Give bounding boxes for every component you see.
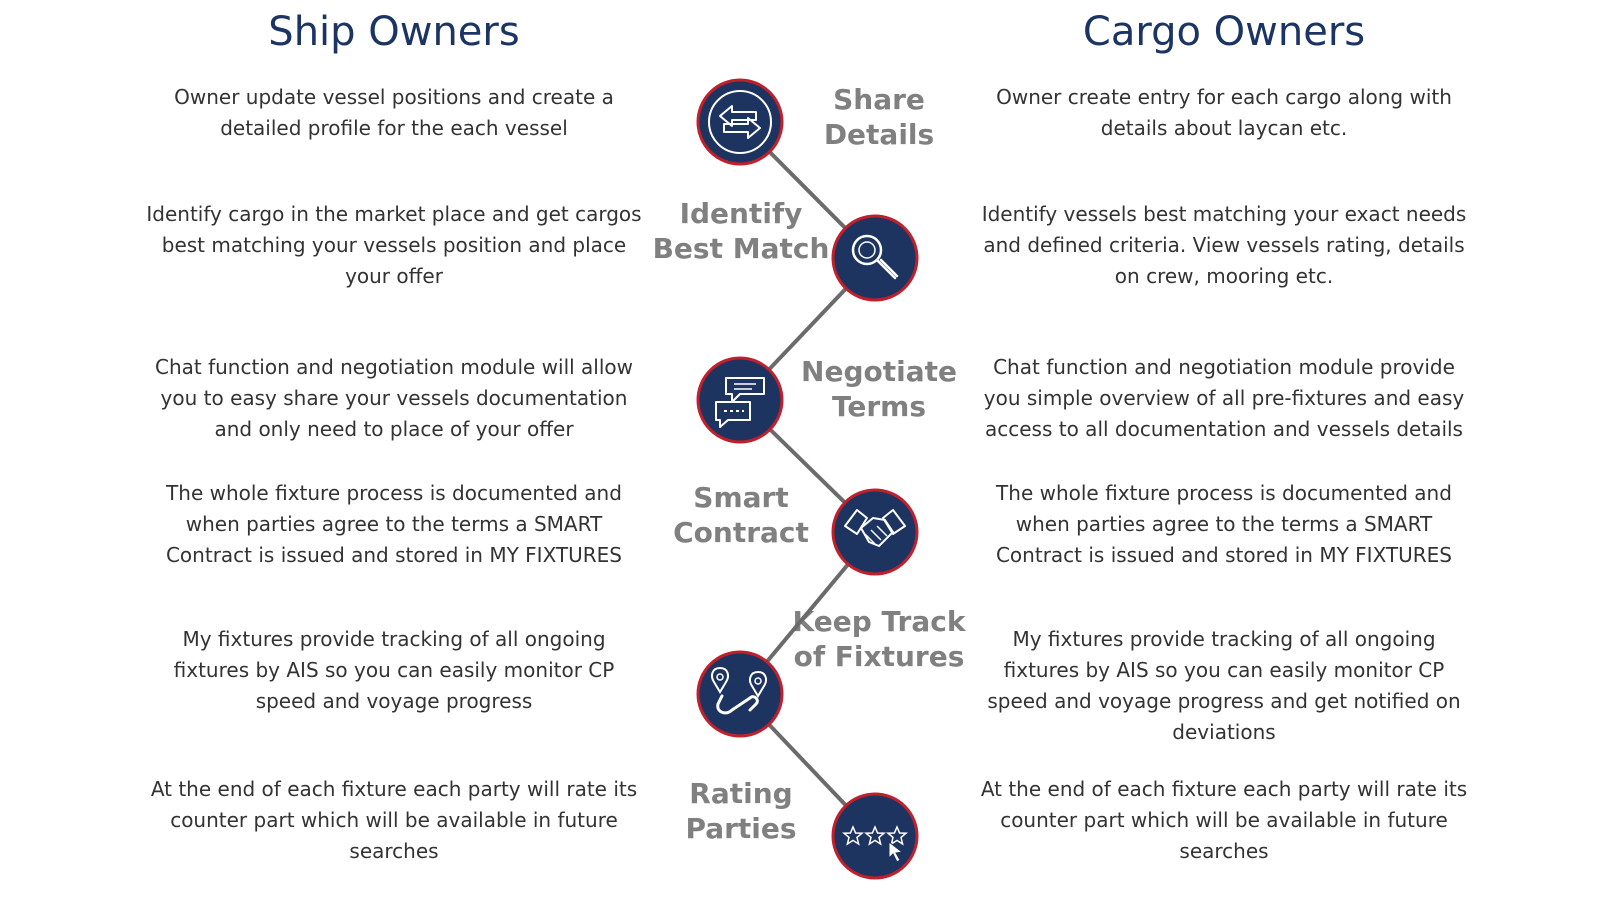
chat-bubbles-icon [696,356,784,444]
handshake-icon [831,488,919,576]
ship-desc-smart-contract: The whole fixture process is documented … [165,481,623,567]
cargo-desc-smart-contract: The whole fixture process is documented … [995,481,1453,567]
cargo-desc-share-details: Owner create entry for each cargo along … [996,85,1452,140]
cargo-desc-keep-track: My fixtures provide tracking of all ongo… [987,627,1461,744]
cargo-owners-heading: Cargo Owners [1082,9,1366,55]
cargo-desc-negotiate-terms: Chat function and negotiation module pro… [983,355,1465,441]
step-label-share-details: Share Details [823,83,935,151]
ship-desc-share-details: Owner update vessel positions and create… [174,85,614,140]
ship-owners-heading: Ship Owners [268,9,520,55]
cargo-desc-identify-best-match: Identify vessels best matching your exac… [981,202,1467,288]
ship-desc-identify-best-match: Identify cargo in the market place and g… [146,202,642,288]
ship-desc-keep-track: My fixtures provide tracking of all ongo… [173,627,615,713]
step-label-smart-contract: Smart Contract [673,481,809,549]
magnifier-icon [831,214,919,302]
stars-rating-icon [831,792,919,880]
ship-desc-negotiate-terms: Chat function and negotiation module wil… [154,355,634,441]
step-label-keep-track: Keep Track of Fixtures [792,605,966,673]
cargo-desc-rating-parties: At the end of each fixture each party wi… [980,777,1468,863]
route-pins-icon [696,650,784,738]
step-label-negotiate-terms: Negotiate Terms [801,355,957,423]
step-label-rating-parties: Rating Parties [685,777,797,845]
step-label-identify-best-match: Identify Best Match [652,197,830,265]
ship-desc-rating-parties: At the end of each fixture each party wi… [150,777,638,863]
exchange-arrows-icon [696,78,784,166]
